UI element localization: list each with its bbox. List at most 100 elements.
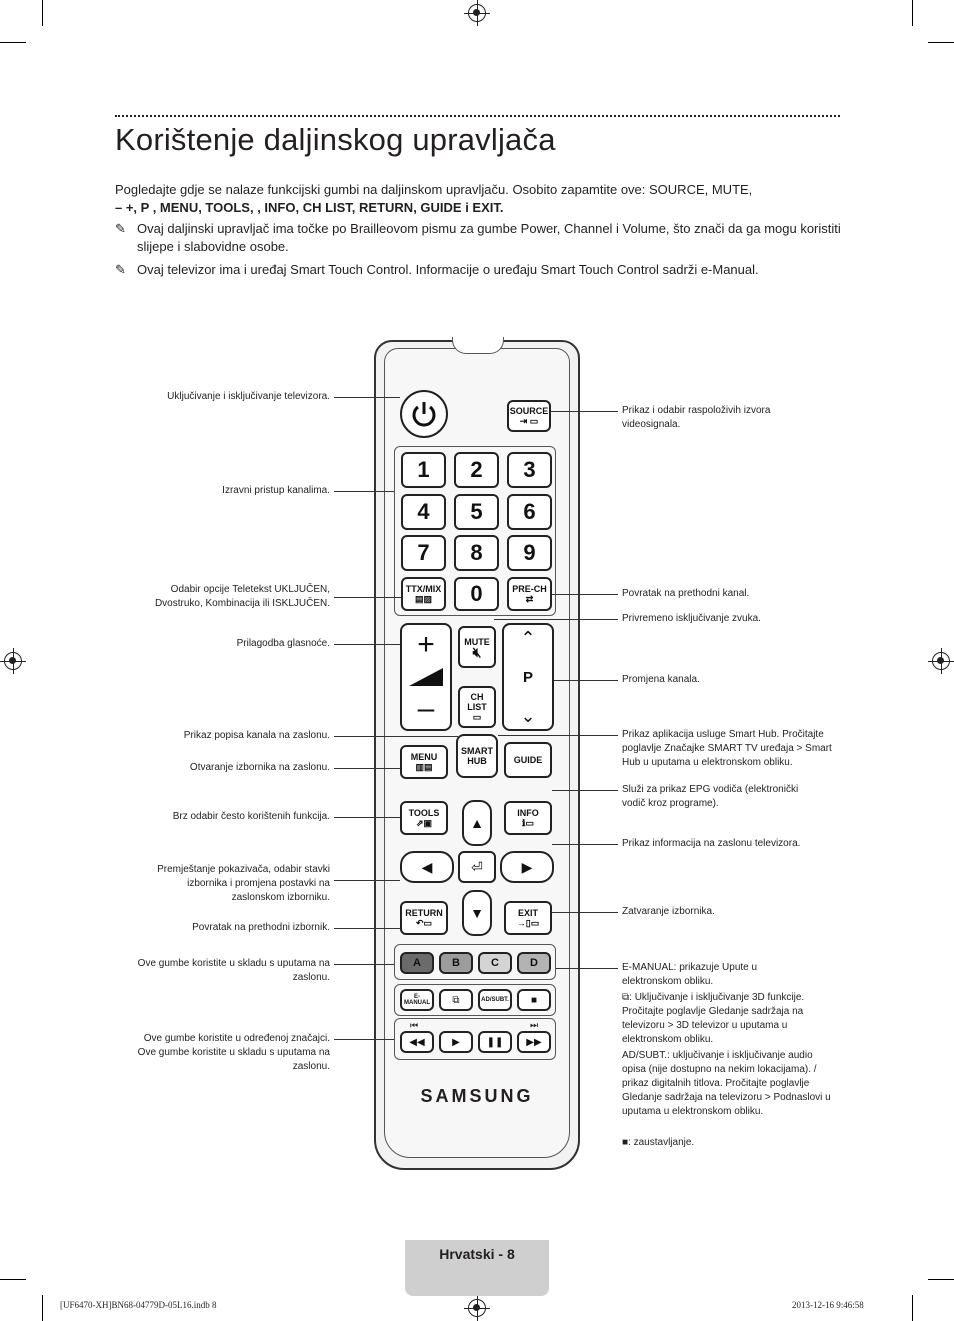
label-source: Prikaz i odabir raspoloživih izvora vide…	[622, 405, 771, 430]
mute-button[interactable]: MUTE 🔇︎	[458, 626, 496, 668]
arrow-down-icon: ▼	[470, 905, 484, 921]
nav-right-button[interactable]: ▶	[500, 851, 554, 883]
fast-forward-button[interactable]: ▶▶	[517, 1031, 551, 1053]
leader-line	[334, 1039, 394, 1040]
leader-line	[552, 912, 618, 913]
channel-up-icon: ⌃	[520, 628, 536, 648]
stop-button[interactable]: ■	[517, 989, 551, 1011]
number-button-1[interactable]: 1	[401, 452, 446, 488]
channel-rocker[interactable]: ⌃ P ⌄	[502, 623, 554, 731]
label-smart-hub: Prikaz aplikacija usluge Smart Hub. Proč…	[622, 729, 832, 768]
3d-button[interactable]: ⧉	[439, 989, 473, 1011]
label-playback: Ove gumbe koristite u određenoj značajci…	[137, 1033, 330, 1072]
crop-mark	[0, 1279, 26, 1280]
power-button[interactable]	[400, 390, 448, 438]
footer-tab	[405, 1240, 549, 1296]
number-button-7[interactable]: 7	[401, 535, 446, 571]
label-channel: Promjena kanala.	[622, 674, 700, 685]
pause-button[interactable]: ❚❚	[478, 1031, 512, 1053]
teletext-icon: ▤▨	[414, 594, 432, 604]
play-icon: ▶	[452, 1036, 460, 1048]
leader-line	[334, 491, 394, 492]
label-power: Uključivanje i isključivanje televizora.	[167, 391, 330, 402]
skip-forward-icon: ⏭	[530, 1020, 539, 1030]
note-braille: ✎ Ovaj daljinski upravljač ima točke po …	[115, 221, 841, 254]
nav-left-button[interactable]: ◀	[400, 851, 454, 883]
leader-line	[552, 594, 618, 595]
leader-line	[334, 817, 400, 818]
leader-line	[556, 968, 618, 969]
ch-list-button[interactable]: CH LIST ▭	[458, 686, 496, 728]
guide-button[interactable]: GUIDE	[504, 742, 552, 778]
label-nav: Premještanje pokazivača, odabir stavki i…	[157, 864, 330, 903]
channel-down-icon: ⌄	[520, 706, 536, 726]
leader-line	[552, 844, 618, 845]
intro-line-2: – +, P , MENU, TOOLS, , INFO, CH LIST, R…	[115, 200, 504, 215]
3d-glasses-icon: ⧉	[622, 992, 630, 1003]
pre-ch-button[interactable]: PRE-CH ⇄	[507, 577, 552, 611]
color-button-c[interactable]: C	[478, 952, 512, 974]
ch-list-icon: ▭	[472, 712, 482, 722]
color-button-d[interactable]: D	[517, 952, 551, 974]
menu-button[interactable]: MENU ▥▤	[400, 745, 448, 779]
nav-down-button[interactable]: ▼	[462, 890, 492, 936]
exit-button[interactable]: EXIT →▯▭	[504, 901, 552, 935]
source-button[interactable]: SOURCE ⇥ ▭	[507, 400, 551, 432]
number-button-2[interactable]: 2	[454, 452, 499, 488]
pre-ch-icon: ⇄	[525, 594, 534, 604]
label-return: Povratak na prethodni izbornik.	[192, 922, 330, 933]
volume-ramp-icon	[409, 668, 443, 686]
play-button[interactable]: ▶	[439, 1031, 473, 1053]
leader-line	[334, 768, 400, 769]
label-exit: Zatvaranje izbornika.	[622, 906, 715, 917]
number-button-4[interactable]: 4	[401, 494, 446, 530]
number-button-8[interactable]: 8	[454, 535, 499, 571]
label-ad-subt: AD/SUBT.: uključivanje i isključivanje a…	[622, 1050, 831, 1117]
registration-mark-icon	[464, 1295, 490, 1321]
channel-label: P	[522, 668, 533, 686]
registration-mark-icon	[0, 648, 26, 674]
return-button[interactable]: RETURN ↶▭	[400, 901, 448, 935]
number-button-5[interactable]: 5	[454, 494, 499, 530]
source-icon: ⇥ ▭	[519, 416, 539, 426]
color-button-a[interactable]: A	[400, 952, 434, 974]
number-button-3[interactable]: 3	[507, 452, 552, 488]
leader-line	[498, 735, 618, 736]
number-button-6[interactable]: 6	[507, 494, 552, 530]
color-button-b[interactable]: B	[439, 952, 473, 974]
skip-back-icon: ⏮	[410, 1020, 419, 1030]
exit-icon: →▯▭	[516, 918, 540, 928]
nav-up-button[interactable]: ▲	[462, 800, 492, 846]
smart-hub-button[interactable]: SMART HUB	[456, 734, 498, 778]
page-footer: Hrvatski - 8	[439, 1246, 515, 1262]
tools-button[interactable]: TOOLS ⇗▣	[400, 801, 448, 835]
rewind-button[interactable]: ◀◀	[400, 1031, 434, 1053]
label-color-buttons: Ove gumbe koristite u skladu s uputama n…	[137, 958, 330, 983]
crop-mark	[42, 0, 43, 26]
registration-mark-icon	[464, 0, 490, 26]
leader-line	[334, 397, 400, 398]
volume-rocker[interactable]: + –	[400, 623, 452, 731]
leader-line	[334, 597, 401, 598]
crop-mark	[928, 1279, 954, 1280]
number-button-0[interactable]: 0	[454, 577, 499, 611]
info-button[interactable]: INFO ℹ▭	[504, 801, 552, 835]
info-icon: ℹ▭	[522, 818, 534, 828]
label-stop: ■: zaustavljanje.	[622, 1137, 695, 1148]
ad-subt-button[interactable]: AD/SUBT.	[478, 989, 512, 1011]
crop-mark	[928, 42, 954, 43]
page-title: Korištenje daljinskog upravljača	[115, 122, 556, 157]
registration-mark-icon	[928, 648, 954, 674]
brand-logo: SAMSUNG	[420, 1086, 534, 1106]
ttx-mix-button[interactable]: TTX/MIX ▤▨	[401, 577, 446, 611]
slug-right: 2013-12-16 9:46:58	[792, 1300, 864, 1310]
number-button-9[interactable]: 9	[507, 535, 552, 571]
fast-forward-icon: ▶▶	[526, 1036, 542, 1048]
return-icon: ↶▭	[415, 918, 433, 928]
nav-enter-button[interactable]: ⏎	[458, 851, 496, 883]
label-ttx: Odabir opcije Teletekst UKLJUČEN, Dvostr…	[154, 584, 330, 609]
crop-mark	[912, 0, 913, 26]
e-manual-button[interactable]: E-MANUAL	[400, 989, 434, 1011]
leader-line	[551, 411, 618, 412]
leader-line	[334, 736, 458, 737]
